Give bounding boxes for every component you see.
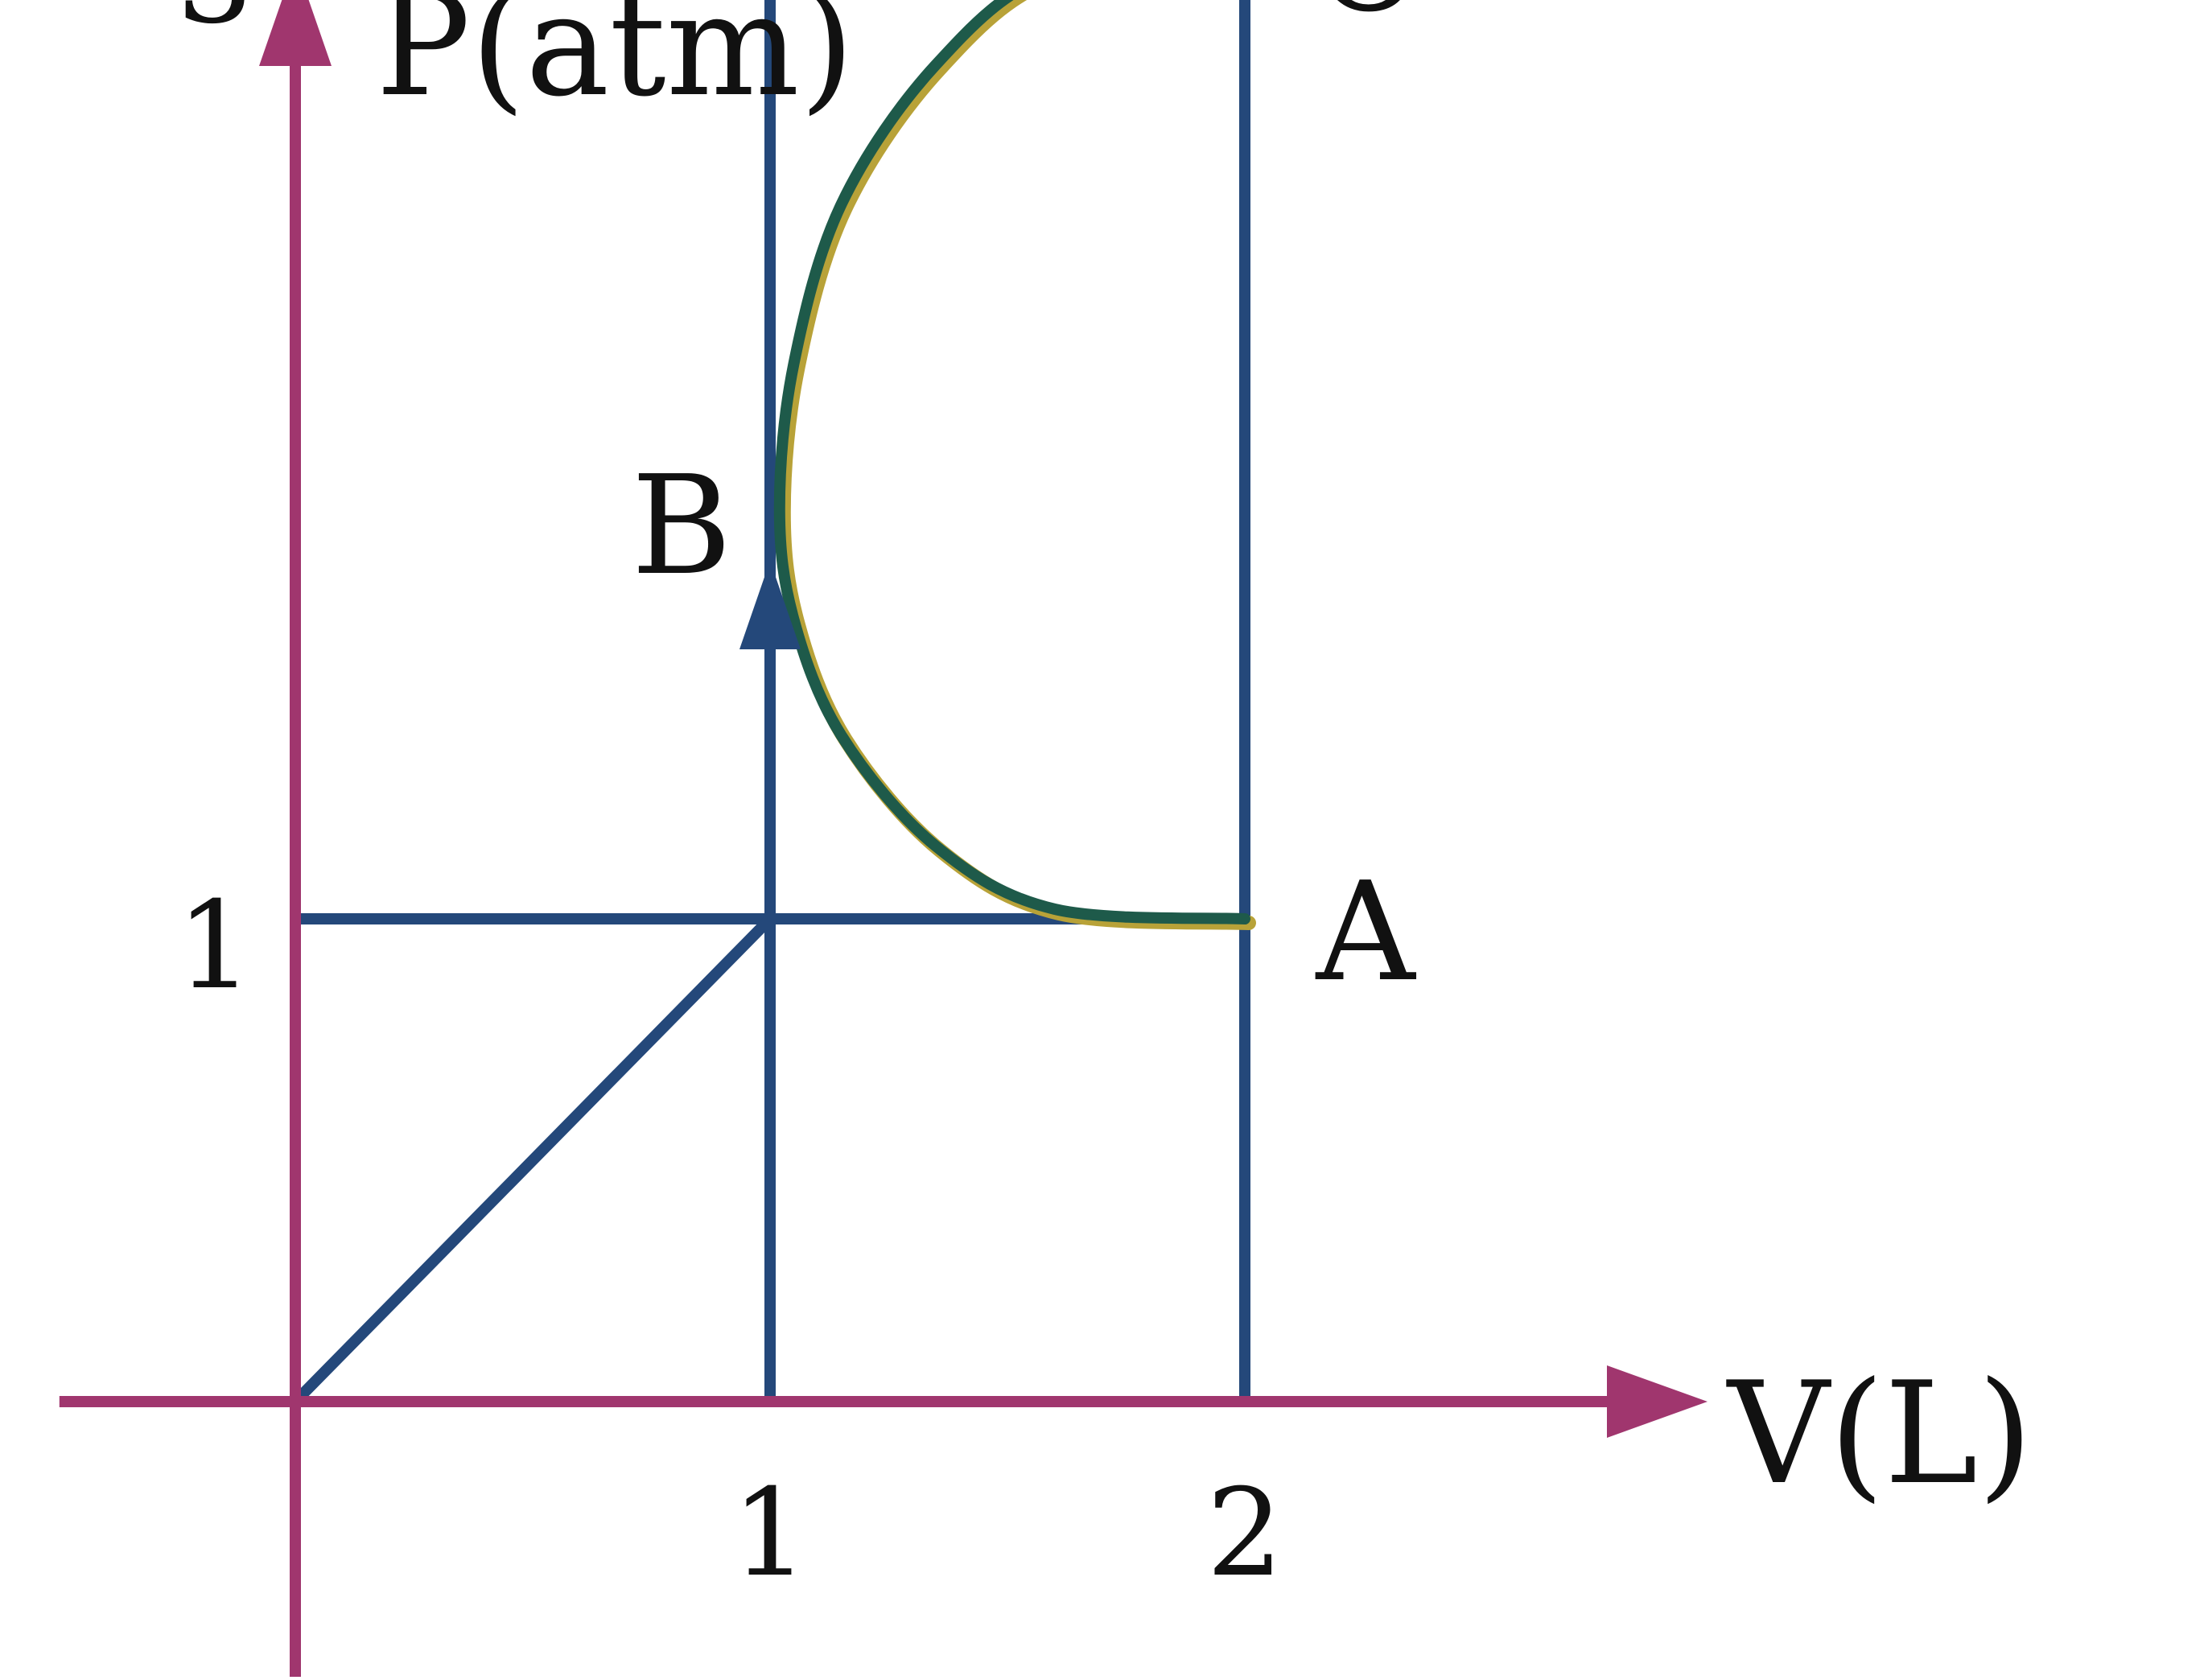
point-label-c: C xyxy=(1313,0,1418,43)
y-axis-label: P(atm) xyxy=(376,0,855,128)
process-curve-highlight xyxy=(776,0,1256,930)
point-label-b: B xyxy=(632,447,732,606)
y-axis-arrow-icon xyxy=(259,0,332,66)
point-label-a: A xyxy=(1316,853,1417,1012)
direction-arrow-icon xyxy=(739,561,801,649)
x-axis-arrow-icon xyxy=(1607,1365,1707,1438)
x-tick-label: 1 xyxy=(731,1464,808,1604)
x-axis-label: V(L) xyxy=(1726,1353,2033,1516)
y-tick-label: 3 xyxy=(176,0,253,51)
y-tick-label: 1 xyxy=(176,876,253,1016)
process-curve-A-B-C xyxy=(773,0,1250,924)
diagonal-line xyxy=(290,913,776,1407)
x-tick-label: 2 xyxy=(1206,1464,1283,1604)
